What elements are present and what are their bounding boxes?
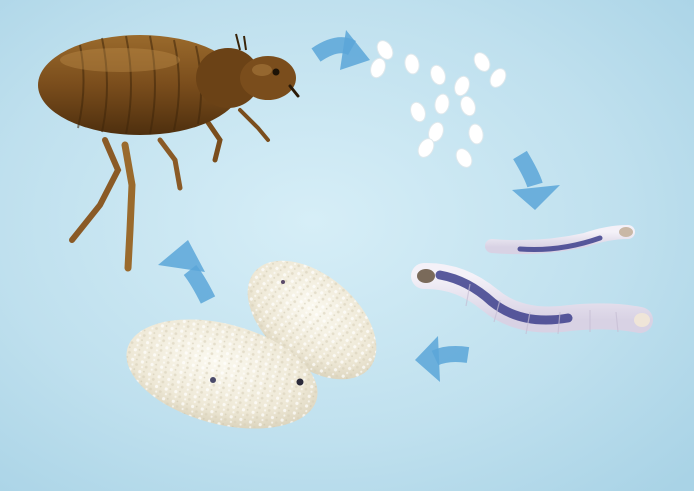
flea-life-cycle-diagram	[0, 0, 694, 491]
